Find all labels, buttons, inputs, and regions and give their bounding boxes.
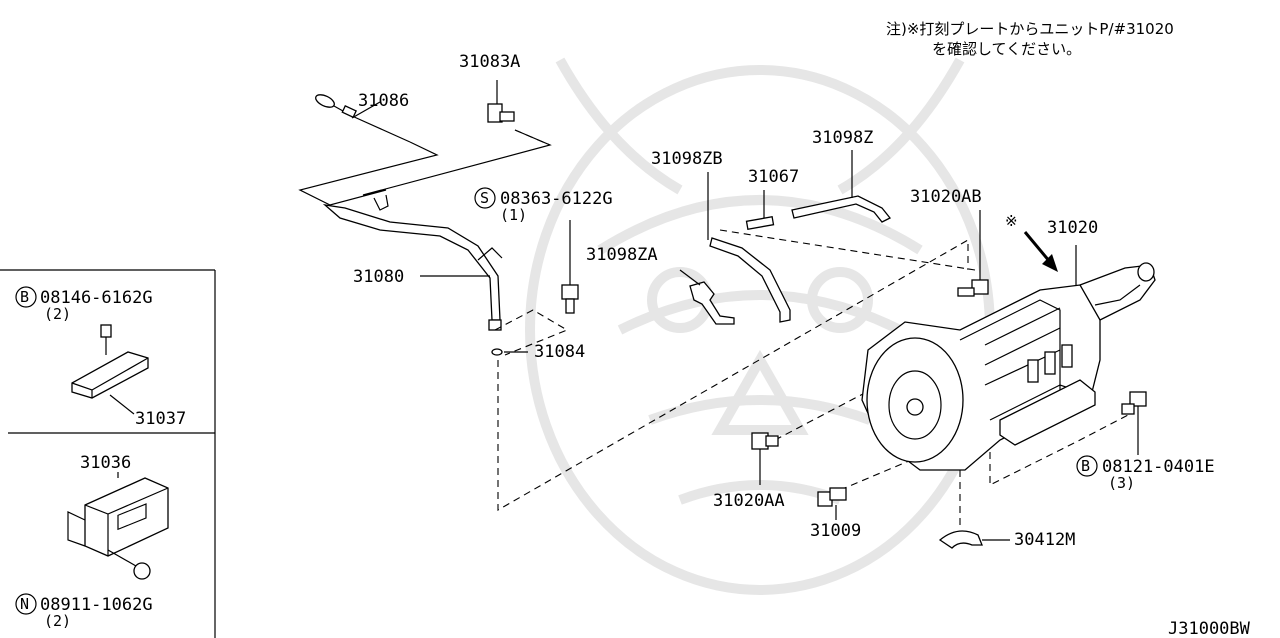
label-08146: 08146-6162G bbox=[40, 288, 153, 308]
left-panel-borders bbox=[0, 269, 216, 638]
part-31098Z-hose[interactable] bbox=[791, 150, 892, 223]
part-31084-seal[interactable] bbox=[491, 348, 528, 356]
label-08363-qty: (1) bbox=[500, 206, 527, 224]
label-31098ZB: 31098ZB bbox=[651, 149, 723, 169]
part-31020AA-bolt[interactable] bbox=[751, 432, 779, 485]
prefix-n: N bbox=[20, 595, 29, 613]
note-line-2: を確認してください。 bbox=[932, 40, 1081, 58]
label-31084: 31084 bbox=[534, 342, 585, 362]
part-08121-bolt[interactable]: B bbox=[1076, 391, 1147, 477]
stamp-plate-arrow: ※ bbox=[1005, 212, 1058, 272]
prefix-b-1: B bbox=[20, 288, 29, 306]
label-31036: 31036 bbox=[80, 453, 131, 473]
label-31083A: 31083A bbox=[459, 52, 520, 72]
part-31036-module[interactable]: N bbox=[15, 472, 169, 615]
leader-31083A bbox=[514, 129, 551, 146]
dipstick-break-line bbox=[298, 129, 552, 206]
part-31098ZA-hose[interactable] bbox=[679, 269, 735, 325]
part-31009-bolt[interactable] bbox=[817, 487, 847, 520]
part-31067-connector[interactable] bbox=[745, 190, 775, 230]
leader-08121 bbox=[989, 414, 1129, 486]
mark-asterisk: ※ bbox=[1005, 212, 1018, 230]
label-31020AB: 31020AB bbox=[910, 187, 982, 207]
part-31080-filler-tube[interactable] bbox=[322, 194, 569, 356]
label-leaders bbox=[134, 276, 420, 414]
label-31009: 31009 bbox=[810, 521, 861, 541]
label-31067: 31067 bbox=[748, 167, 799, 187]
label-31098Z: 31098Z bbox=[812, 128, 873, 148]
label-08121-qty: (3) bbox=[1108, 474, 1135, 492]
label-31020: 31020 bbox=[1047, 218, 1098, 238]
part-31098ZB-hose[interactable] bbox=[707, 172, 791, 323]
label-30412M: 30412M bbox=[1014, 530, 1075, 550]
label-08911: 08911-1062G bbox=[40, 595, 153, 615]
part-31037-bracket[interactable]: B bbox=[15, 286, 149, 415]
label-31086: 31086 bbox=[358, 91, 409, 111]
part-31020-transmission[interactable] bbox=[861, 245, 1156, 471]
note-line-1: 注)※打刻プレートからユニットP/#31020 bbox=[886, 20, 1174, 38]
label-31098ZA: 31098ZA bbox=[586, 245, 658, 265]
part-31020AB-bolt[interactable] bbox=[957, 210, 989, 297]
part-30412M-clip[interactable] bbox=[938, 530, 1010, 549]
label-08911-qty: (2) bbox=[44, 612, 71, 630]
label-31020AA: 31020AA bbox=[713, 491, 785, 511]
prefix-s: S bbox=[480, 189, 489, 207]
label-08363: 08363-6122G bbox=[500, 189, 613, 209]
part-31086-dipstick[interactable] bbox=[314, 92, 411, 143]
label-08121: 08121-0401E bbox=[1102, 457, 1215, 477]
part-08363-bolt[interactable]: S bbox=[474, 187, 579, 314]
label-08146-qty: (2) bbox=[44, 305, 71, 323]
part-31083A-bolt[interactable] bbox=[487, 80, 515, 123]
diagram-code: J31000BW bbox=[1168, 619, 1251, 638]
prefix-b-2: B bbox=[1081, 457, 1090, 475]
label-31037: 31037 bbox=[135, 409, 186, 429]
leader-tube-to-unit bbox=[497, 239, 969, 511]
label-31080: 31080 bbox=[353, 267, 404, 287]
